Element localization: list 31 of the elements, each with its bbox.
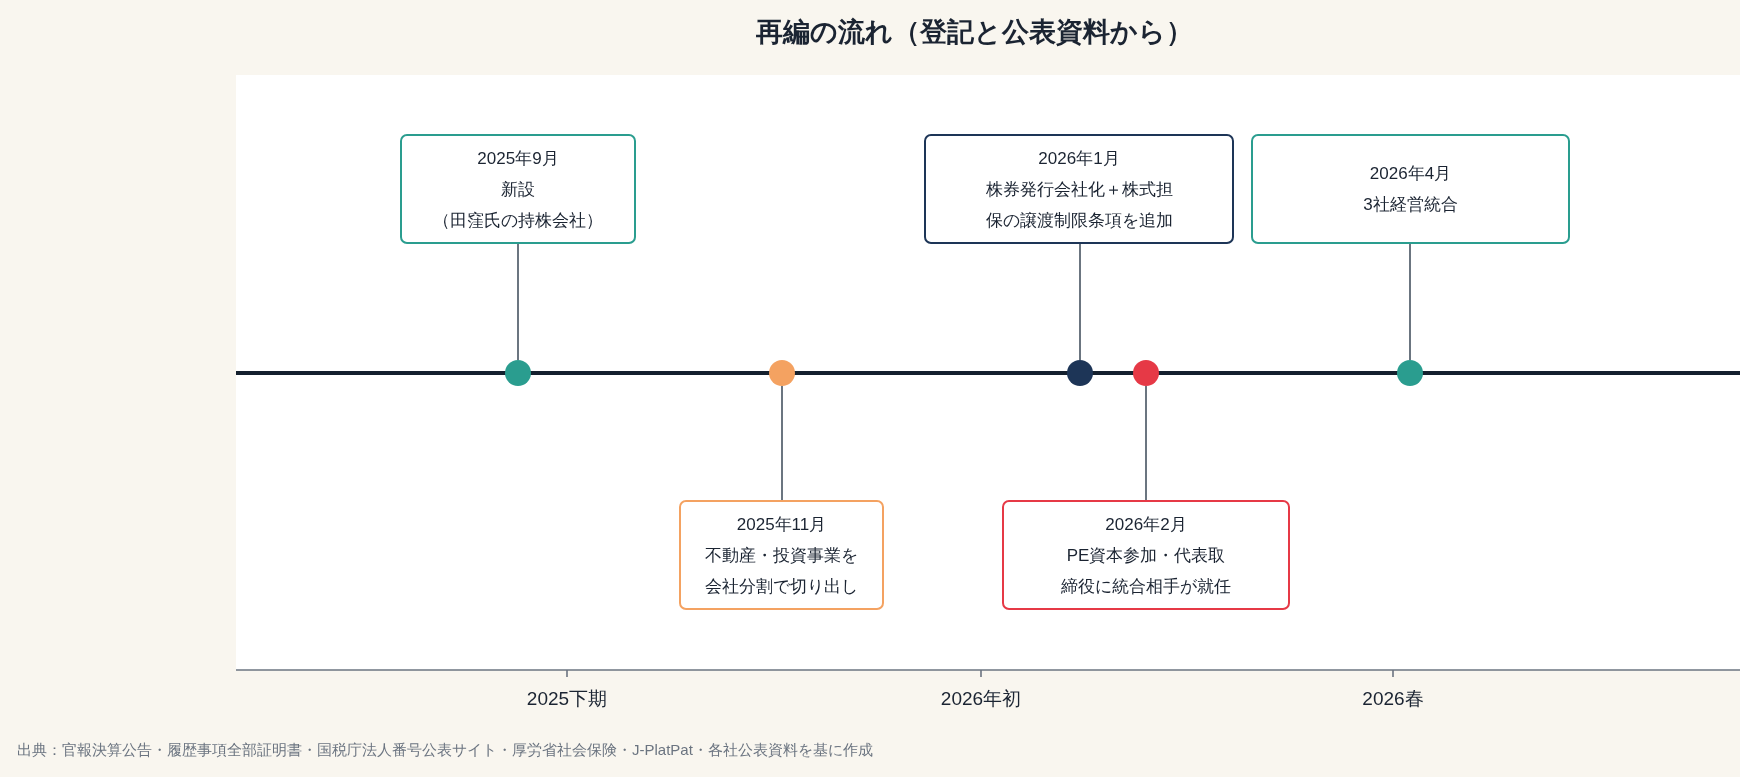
axis-tick-label: 2025下期 — [526, 687, 608, 711]
source-note: 出典：官報決算公告・履歴事項全部証明書・国税庁法人番号公表サイト・厚労省社会保険・J-PlatPat・各社公表資料を基に作成 — [17, 740, 873, 760]
event-box — [924, 134, 1234, 244]
leader-line — [781, 385, 783, 501]
event-description: 株券発行会社化＋株式担保の譲渡制限条項を追加 — [985, 178, 1173, 232]
axis-tick-label: 2026年初 — [940, 687, 1022, 711]
timeline-dot-icon — [1397, 360, 1423, 386]
chart-title: 再編の流れ（登記と公表資料から） — [755, 16, 1193, 49]
timeline-dot-icon — [505, 360, 531, 386]
axis-tick-label: 2026春 — [1362, 687, 1424, 711]
event-date: 2026年2月 — [1104, 513, 1188, 536]
event-date: 2026年4月 — [1369, 163, 1452, 185]
event-description: 不動産・投資事業を会社分割で切り出し — [704, 544, 859, 598]
event-box — [400, 134, 636, 244]
event-box — [679, 500, 884, 610]
event-date: 2026年1月 — [1037, 147, 1121, 170]
event-description: PE資本参加・代表取締役に統合相手が就任 — [1060, 544, 1232, 598]
event-description: 新設 — [500, 178, 536, 201]
leader-line — [1145, 385, 1147, 501]
event-box — [1251, 134, 1570, 244]
timeline-dot-icon — [1133, 360, 1159, 386]
event-date: 2025年9月 — [476, 147, 560, 170]
leader-line — [1079, 243, 1081, 361]
event-box — [1002, 500, 1290, 610]
timeline-dot-icon — [1067, 360, 1093, 386]
event-description: 3社経営統合 — [1362, 194, 1459, 216]
leader-line — [1409, 243, 1411, 361]
event-description: （田窪氏の持株会社） — [432, 209, 604, 232]
timeline-dot-icon — [769, 360, 795, 386]
leader-line — [517, 243, 519, 361]
event-date: 2025年11月 — [736, 513, 827, 536]
